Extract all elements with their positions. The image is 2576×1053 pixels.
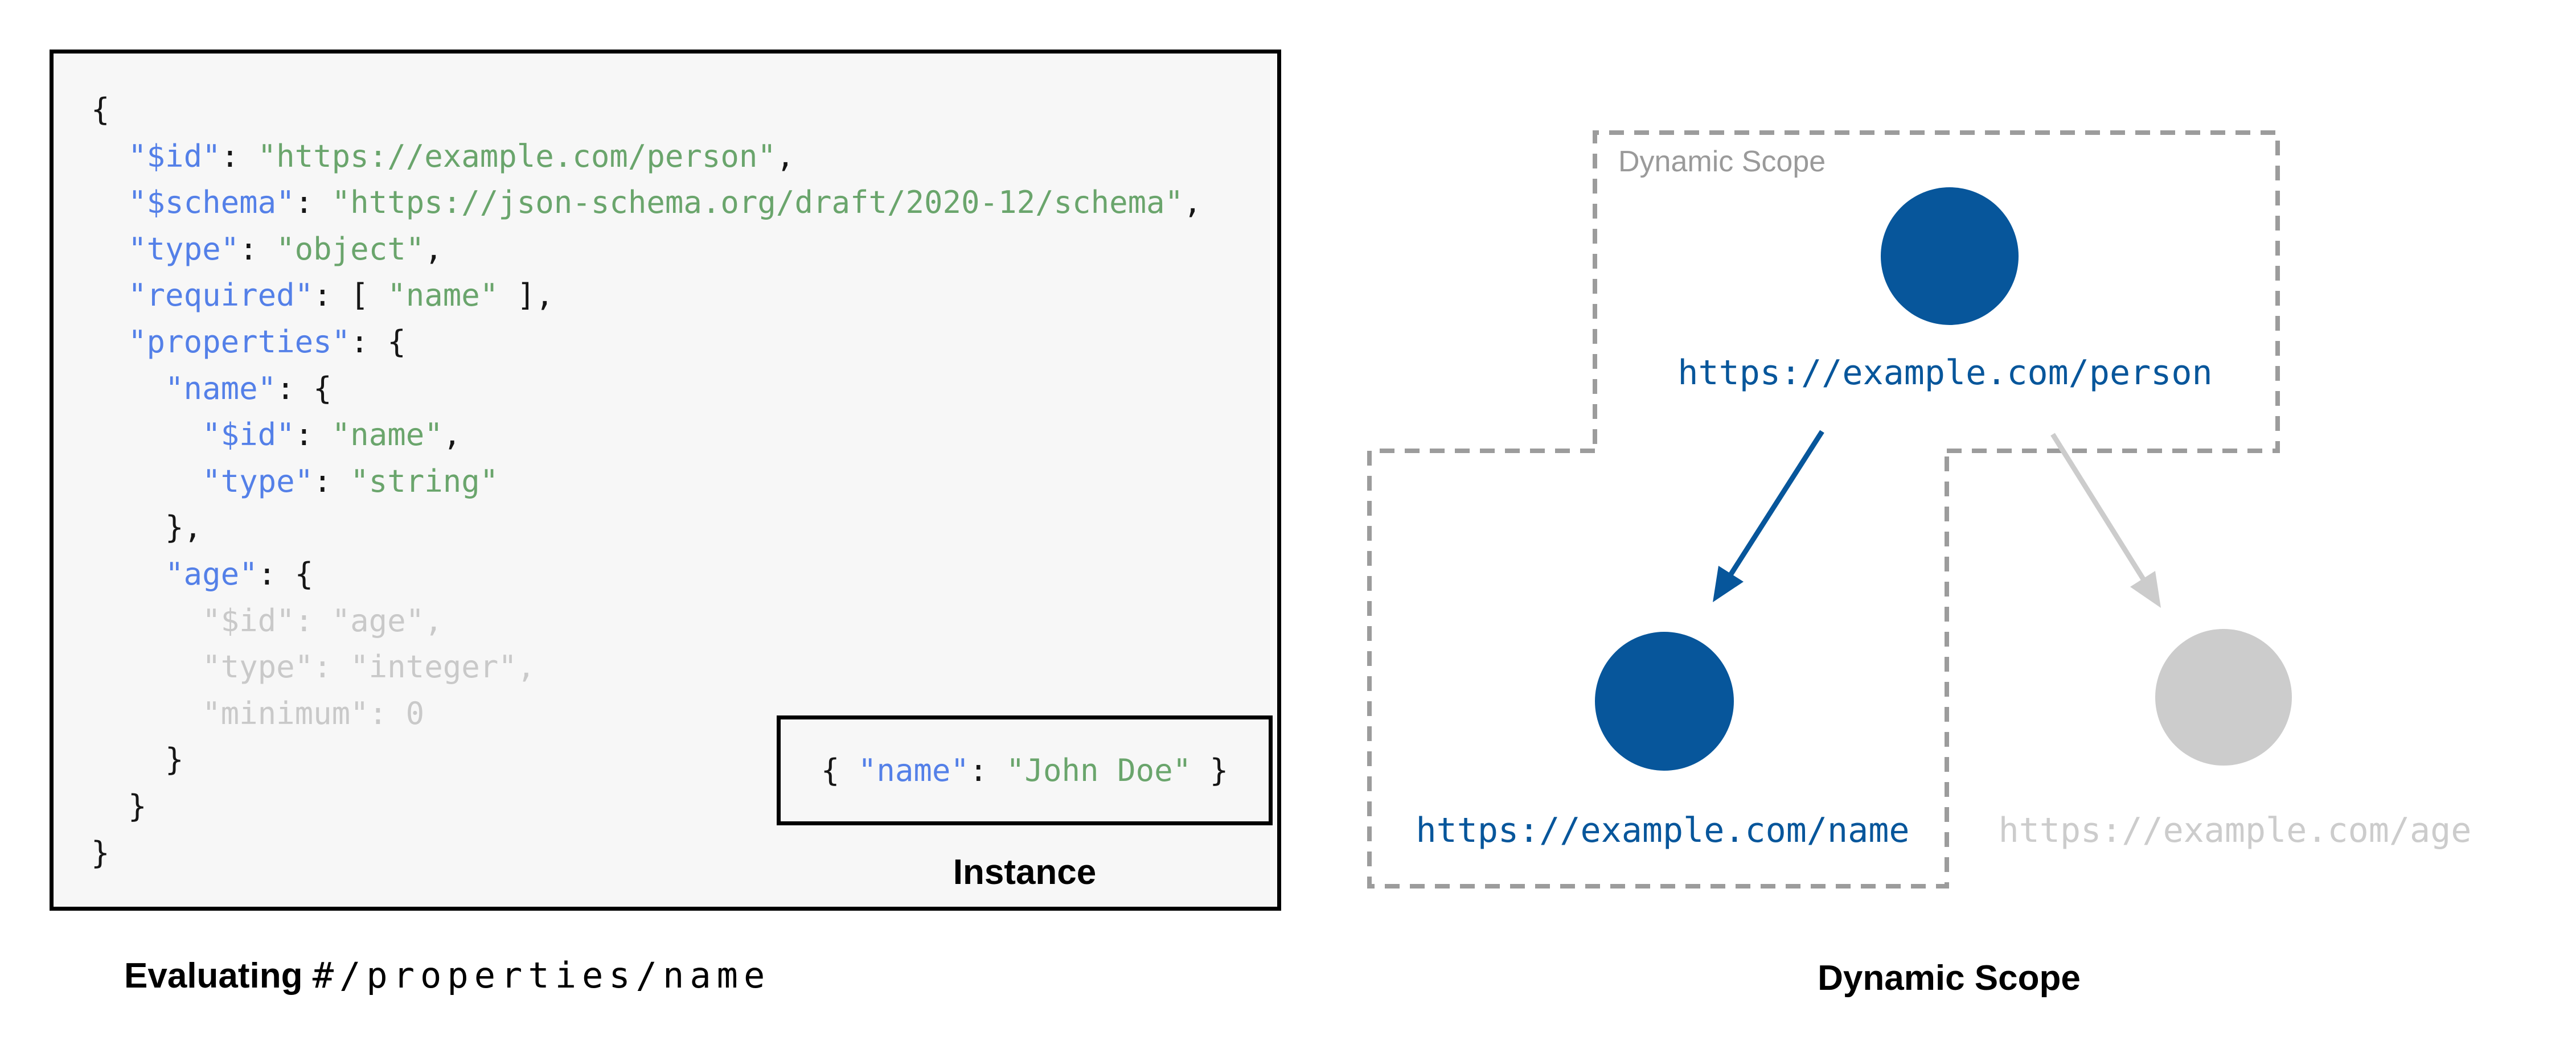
code-token: "https://json-schema.org/draft/2020-12/s… bbox=[331, 184, 1184, 221]
code-token: "$id" bbox=[202, 417, 295, 453]
code-token: "name" bbox=[165, 370, 277, 406]
dynamic-scope-box-label: Dynamic Scope bbox=[1618, 145, 1826, 178]
code-token: "type" bbox=[202, 463, 314, 499]
code-token: "minimum": 0 bbox=[91, 695, 425, 731]
code-token: , bbox=[776, 138, 795, 174]
instance-json: { "name": "John Doe" } bbox=[821, 752, 1228, 788]
code-token: { bbox=[821, 752, 858, 788]
code-token: } bbox=[91, 742, 184, 778]
arrow-person-to-age-head bbox=[2130, 571, 2161, 608]
evaluating-caption-bold: Evaluating bbox=[124, 956, 303, 996]
dynamic-scope-outline-lower bbox=[1367, 449, 1949, 889]
person-node-url: https://example.com/person bbox=[1677, 353, 2213, 393]
code-token: , bbox=[1183, 184, 1202, 221]
code-token: "properties" bbox=[128, 323, 351, 360]
code-line: "type": "object", bbox=[91, 226, 1202, 273]
code-token: "$schema" bbox=[128, 184, 295, 221]
code-token: { bbox=[91, 92, 110, 127]
code-token: "name" bbox=[331, 417, 443, 453]
code-token: : { bbox=[276, 370, 332, 406]
code-token bbox=[91, 556, 165, 592]
code-token: "$id": "age", bbox=[91, 602, 443, 639]
code-token bbox=[91, 184, 128, 220]
code-token: : bbox=[313, 463, 351, 499]
code-token bbox=[91, 417, 202, 453]
code-token: "required" bbox=[128, 277, 314, 314]
code-line: "$id": "age", bbox=[91, 598, 1202, 644]
code-token: ], bbox=[498, 277, 554, 314]
age-node-circle bbox=[2155, 629, 2292, 766]
code-token: "name" bbox=[387, 277, 499, 314]
code-token: "$id" bbox=[128, 138, 221, 174]
code-token: } bbox=[91, 788, 147, 824]
caption-separator bbox=[303, 956, 313, 996]
code-line: "$schema": "https://json-schema.org/draf… bbox=[91, 179, 1202, 226]
code-token: , bbox=[424, 231, 443, 267]
schema-code-box: { "$id": "https://example.com/person", "… bbox=[50, 50, 1281, 911]
code-line: "required": [ "name" ], bbox=[91, 272, 1202, 319]
arrow-person-to-name bbox=[1725, 430, 1824, 581]
code-line: "type": "string" bbox=[91, 458, 1202, 505]
code-token: "age" bbox=[165, 556, 258, 592]
name-node-circle bbox=[1595, 632, 1734, 771]
code-token: }, bbox=[91, 509, 203, 546]
code-line: }, bbox=[91, 504, 1202, 551]
code-token: } bbox=[1191, 752, 1229, 788]
code-token: : bbox=[220, 138, 258, 174]
dynamic-scope-outline-upper bbox=[1593, 130, 2280, 453]
code-token: : bbox=[294, 417, 332, 453]
code-token: "string" bbox=[350, 463, 499, 499]
dynamic-scope-title: Dynamic Scope bbox=[1818, 959, 2081, 998]
code-line: } bbox=[91, 830, 1202, 877]
code-line: "properties": { bbox=[91, 319, 1202, 365]
age-node-url: https://example.com/age bbox=[1998, 811, 2472, 850]
code-token: : bbox=[969, 752, 1006, 788]
code-token: , bbox=[442, 417, 462, 453]
code-token bbox=[91, 277, 128, 313]
code-token bbox=[91, 371, 165, 406]
code-token: : bbox=[294, 184, 332, 221]
code-token: : { bbox=[350, 323, 406, 360]
code-line: "type": "integer", bbox=[91, 644, 1202, 690]
arrow-person-to-age bbox=[2050, 433, 2149, 586]
code-line: { bbox=[91, 87, 1202, 133]
code-line: "minimum": 0 bbox=[91, 690, 1202, 737]
code-line: "$id": "https://example.com/person", bbox=[91, 133, 1202, 180]
code-token: : { bbox=[257, 556, 314, 592]
code-line: } bbox=[91, 737, 1202, 783]
name-node-url: https://example.com/name bbox=[1416, 811, 1910, 850]
code-token: "type" bbox=[128, 231, 240, 267]
code-line: } bbox=[91, 783, 1202, 830]
dynamic-scope-diagram bbox=[1367, 130, 2292, 889]
code-line: "name": { bbox=[91, 365, 1202, 412]
code-token bbox=[91, 138, 128, 174]
evaluating-caption: Evaluating #/properties/name bbox=[124, 957, 770, 1003]
code-token: "https://example.com/person" bbox=[257, 138, 776, 174]
code-token: "John Doe" bbox=[1006, 752, 1192, 788]
code-token bbox=[91, 463, 202, 499]
code-token: "name" bbox=[858, 752, 969, 788]
code-token bbox=[91, 231, 128, 267]
code-lines: { "$id": "https://example.com/person", "… bbox=[91, 87, 1202, 876]
instance-label: Instance bbox=[953, 853, 1097, 892]
evaluating-caption-pointer: #/properties/name bbox=[312, 955, 771, 996]
code-token: : [ bbox=[313, 277, 388, 314]
code-token bbox=[91, 324, 128, 360]
code-token: : bbox=[239, 231, 277, 267]
code-token: "type": "integer", bbox=[91, 649, 536, 685]
code-line: "$id": "name", bbox=[91, 412, 1202, 458]
code-token: } bbox=[91, 834, 110, 871]
instance-box: { "name": "John Doe" } bbox=[777, 715, 1273, 825]
arrow-person-to-name-head bbox=[1713, 566, 1744, 602]
person-node-circle bbox=[1881, 187, 2019, 325]
code-token: "object" bbox=[276, 231, 425, 267]
code-line: "age": { bbox=[91, 551, 1202, 598]
